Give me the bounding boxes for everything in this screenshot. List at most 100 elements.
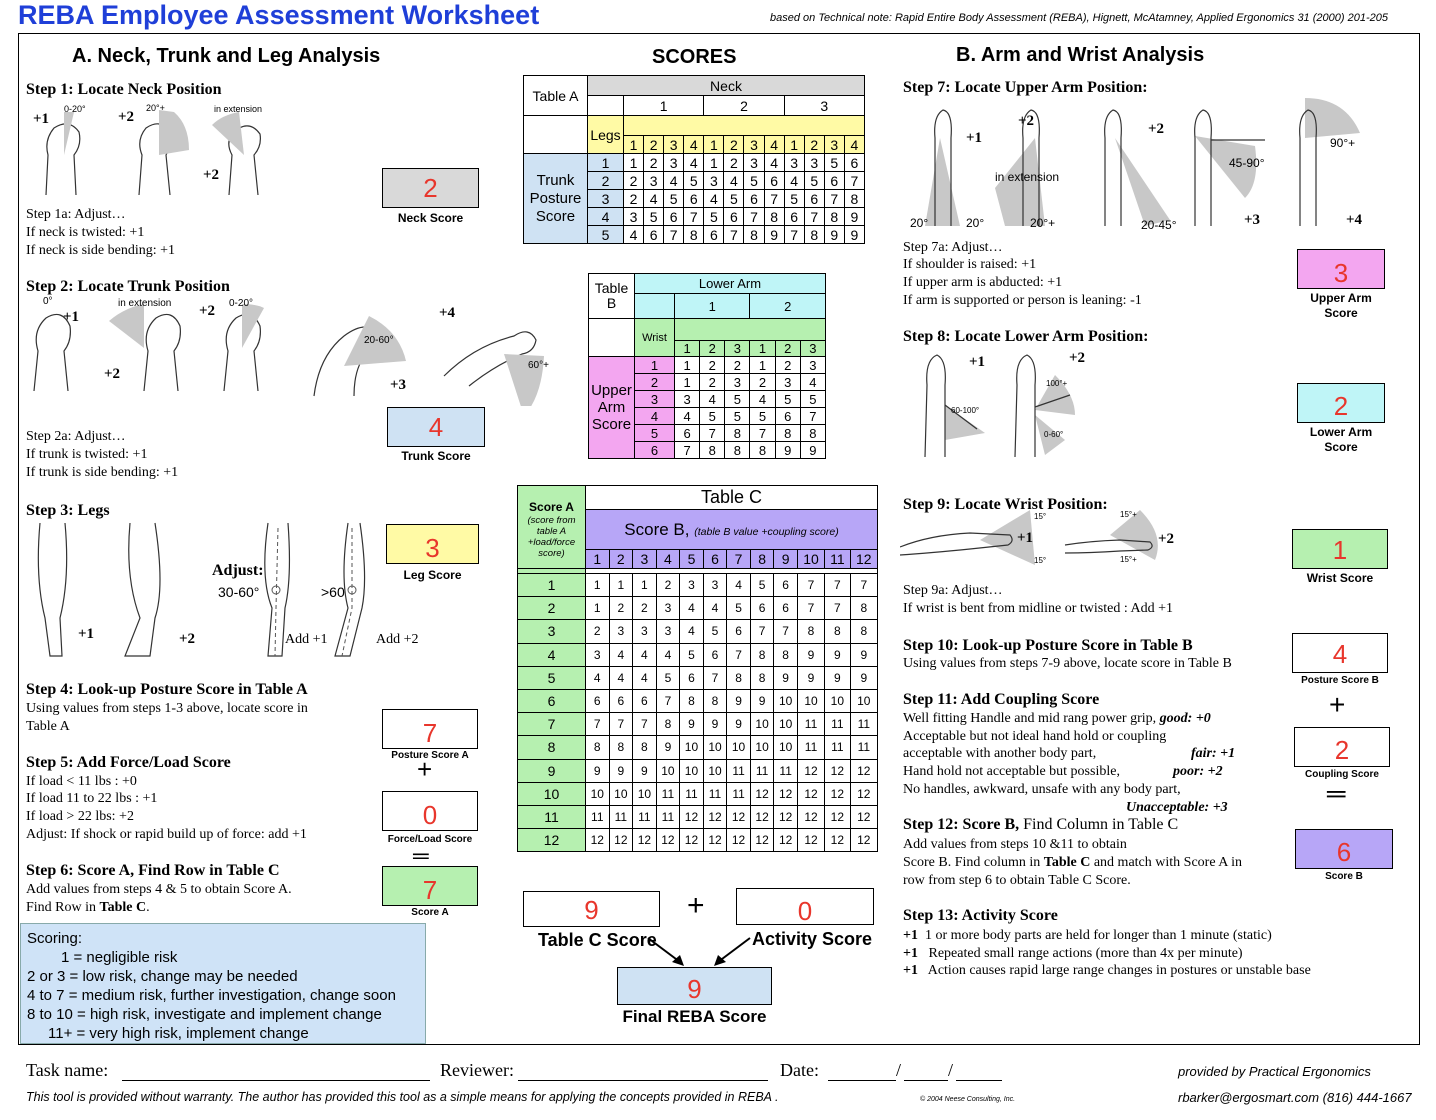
table-a-cell: 7 xyxy=(683,207,705,226)
upper-arm-score-option: +2 xyxy=(1018,113,1035,129)
wrist-angle-label: 15° xyxy=(1034,556,1047,565)
table-a-cell: 7 xyxy=(723,225,745,244)
activity-item: +1 Action causes rapid large range chang… xyxy=(903,962,1311,980)
table-c-cell: 11 xyxy=(824,735,851,760)
date-year-field[interactable] xyxy=(956,1080,1002,1081)
coupling-unacceptable-score: Unacceptable: +3 xyxy=(1126,800,1228,815)
lower-arm-angle-label: 100°+ xyxy=(1046,379,1068,388)
table-c-cell: 7 xyxy=(632,712,657,737)
table-b-wrist-header: Wrist xyxy=(634,318,675,357)
table-a-cell: 3 xyxy=(743,153,765,172)
table-a-trunk-row-index: 2 xyxy=(587,171,624,190)
table-c-cell: 12 xyxy=(679,828,704,853)
step4-title: Step 4: Look-up Posture Score in Table A xyxy=(26,681,308,698)
table-b-cell: 2 xyxy=(724,356,751,374)
table-c-cell: 4 xyxy=(585,665,610,690)
table-b-wrist-col: 1 xyxy=(673,340,701,357)
table-c-score-b-col: 8 xyxy=(749,549,775,569)
table-c-cell: 3 xyxy=(679,572,704,598)
table-b-upper-arm-label: Score xyxy=(591,416,632,433)
table-c-cell: 8 xyxy=(849,619,879,644)
date-day-field[interactable] xyxy=(904,1080,948,1081)
upper-arm-score-box[interactable]: 3 xyxy=(1297,249,1385,289)
upper-arm-angle-label: 20° xyxy=(910,216,929,230)
table-a-trunk-row-index: 3 xyxy=(587,189,624,208)
scoring-line: 2 or 3 = low risk, change may be needed xyxy=(27,968,298,985)
table-c-score-label: Table C Score xyxy=(538,930,657,950)
coupling-score-box[interactable]: 2 xyxy=(1294,727,1390,767)
posture-score-b-box[interactable]: 4 xyxy=(1292,633,1388,673)
table-c-cell: 8 xyxy=(679,688,704,714)
table-c-cell: 9 xyxy=(726,712,751,737)
posture-score-a-box[interactable]: 7 xyxy=(382,709,478,749)
table-c-score-b-col: 12 xyxy=(849,549,879,569)
table-b-wrist-col: 2 xyxy=(699,340,726,357)
table-a-cell: 8 xyxy=(823,207,845,226)
table-a-cell: 5 xyxy=(783,189,805,208)
table-c-cell: 12 xyxy=(749,781,775,806)
step6-text: Add values from steps 4 & 5 to obtain Sc… xyxy=(26,882,292,897)
wrist-score-option: +1 xyxy=(1017,530,1034,546)
table-a-cell: 5 xyxy=(643,207,665,226)
table-a-cell: 3 xyxy=(803,153,825,172)
score-b-box[interactable]: 6 xyxy=(1295,829,1393,869)
table-c-score-b-col: 3 xyxy=(632,549,657,569)
table-b-cell: 2 xyxy=(699,373,726,391)
activity-item-text: Repeated small range actions (more than … xyxy=(928,946,1243,961)
upper-arm-angle-label: 45-90° xyxy=(1229,156,1265,170)
final-reba-score-box[interactable]: 9 xyxy=(617,967,772,1005)
neck-score-box[interactable]: 2 xyxy=(382,168,479,208)
wrist-angle-label: 15°+ xyxy=(1120,555,1137,564)
reviewer-label: Reviewer: xyxy=(440,1060,514,1080)
date-month-field[interactable] xyxy=(828,1080,896,1081)
table-c-cell: 9 xyxy=(824,642,851,667)
trunk-score-option: +2 xyxy=(104,366,121,382)
lower-arm-score-option: +2 xyxy=(1069,350,1086,366)
section-a-heading: A. Neck, Trunk and Leg Analysis xyxy=(72,45,381,67)
wrist-score-box[interactable]: 1 xyxy=(1292,529,1388,569)
table-c-score-b-col: 10 xyxy=(796,549,826,569)
table-b-cell: 7 xyxy=(673,441,701,459)
table-c-cell: 8 xyxy=(749,665,775,690)
table-a-cell: 8 xyxy=(743,225,765,244)
table-a-cell: 7 xyxy=(783,225,805,244)
table-a-cell: 5 xyxy=(683,171,705,190)
trunk-angle-label: 20-60° xyxy=(364,335,394,346)
table-c-cell: 4 xyxy=(608,665,634,690)
plus-icon: + xyxy=(1329,689,1346,720)
activity-score-box[interactable]: 0 xyxy=(736,888,874,926)
force-load-score-box[interactable]: 0 xyxy=(382,791,478,831)
table-a-cell: 9 xyxy=(763,225,785,244)
activity-item-score: +1 xyxy=(903,946,918,961)
scoring-line: 4 to 7 = medium risk, further investigat… xyxy=(27,987,396,1004)
trunk-score-box[interactable]: 4 xyxy=(387,407,485,447)
task-name-field[interactable] xyxy=(122,1080,430,1081)
table-a-legs-col: 3 xyxy=(823,135,845,154)
step9-adjust: Step 9a: Adjust… xyxy=(903,583,1003,598)
coupling-fair-line1: Acceptable but not ideal hand hold or co… xyxy=(903,729,1167,744)
table-c-cell: 3 xyxy=(655,596,681,621)
table-b-cell: 4 xyxy=(699,390,726,408)
table-c-cell: 12 xyxy=(849,758,879,783)
reviewer-field[interactable] xyxy=(518,1080,768,1081)
coupling-good-score: good: +0 xyxy=(1159,711,1211,726)
force-load-score-label: Force/Load Score xyxy=(387,834,473,845)
table-b-spacer xyxy=(634,293,675,319)
score-a-box[interactable]: 7 xyxy=(382,866,478,906)
table-b-cell: 5 xyxy=(774,390,801,408)
table-a-cell: 7 xyxy=(663,225,685,244)
table-b-cell: 5 xyxy=(699,407,726,425)
upper-arm-figures xyxy=(925,98,1360,226)
table-c-cell: 1 xyxy=(632,572,657,598)
provided-by: provided by Practical Ergonomics xyxy=(1178,1064,1371,1079)
table-a-cell: 6 xyxy=(723,207,745,226)
table-c-cell: 12 xyxy=(796,804,826,830)
lower-arm-score-box[interactable]: 2 xyxy=(1297,383,1385,423)
table-c-score-box[interactable]: 9 xyxy=(523,891,660,927)
leg-score-box[interactable]: 3 xyxy=(386,524,479,564)
